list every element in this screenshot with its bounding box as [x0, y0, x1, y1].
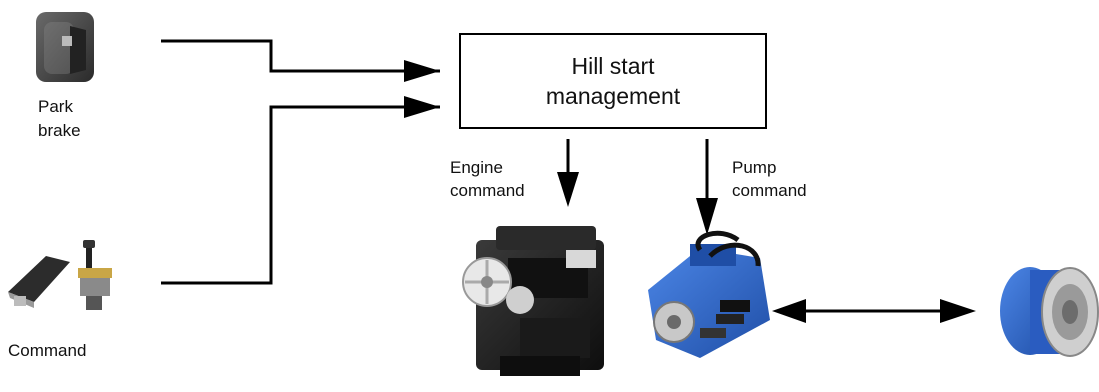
park-brake-label-line1: Park: [38, 97, 73, 116]
park-brake-connector: [161, 39, 440, 82]
pump-command-label-line1: Pump: [732, 158, 777, 177]
pump-command-arrow: [696, 139, 718, 235]
park-brake-label-line2: brake: [38, 121, 81, 140]
hydraulic-pump-icon: [648, 230, 770, 358]
engine-command-label-line1: Engine: [450, 158, 503, 177]
engine-command-label-line2: command: [450, 181, 525, 200]
pump-command-label-line2: command: [732, 181, 807, 200]
hill-start-management-title: Hill start management: [545, 53, 681, 109]
arrowhead-icon: [404, 96, 440, 118]
engine-command-arrow: [557, 139, 579, 207]
hill-start-management-box: Hill start management: [459, 33, 767, 129]
arrowhead-icon: [557, 172, 579, 207]
command-connector: [161, 96, 440, 285]
pedal-lever-icon: [8, 240, 112, 310]
hydraulic-motor-icon: [1000, 267, 1099, 357]
arrowhead-right-icon: [940, 299, 976, 323]
pump-motor-link-arrow: [772, 299, 976, 323]
arrowhead-left-icon: [772, 299, 806, 323]
park-brake-switch-icon: [36, 12, 94, 82]
command-label: Command: [8, 341, 87, 360]
arrowhead-icon: [404, 60, 440, 82]
arrowhead-icon: [696, 198, 718, 235]
engine-icon: [462, 226, 604, 376]
